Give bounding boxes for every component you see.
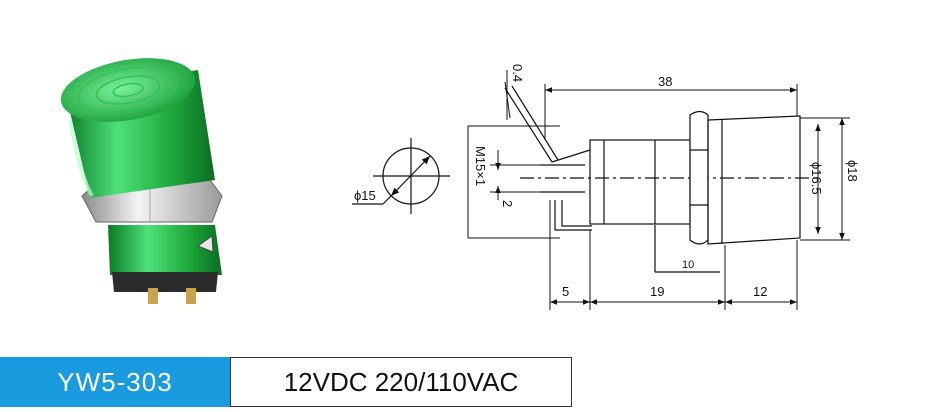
model-badge: YW5-303 — [0, 357, 230, 407]
panel-hole-symbol — [352, 138, 450, 214]
dim-body-diameter-outer: ϕ18 — [845, 160, 860, 182]
spec-label: 12VDC 220/110VAC — [230, 357, 572, 407]
dim-body-diameter-inner: ϕ16.5 — [809, 162, 824, 195]
dim-total-length: 38 — [658, 74, 672, 89]
dim-cap-length: 12 — [753, 284, 767, 299]
dim-panel-hole: ϕ15 — [354, 188, 376, 203]
dim-body-length: 19 — [650, 284, 664, 299]
dim-thread-offset: 2 — [500, 200, 515, 207]
lamp-photo — [60, 58, 223, 304]
technical-drawing — [504, 85, 820, 273]
dim-nut-depth: 10 — [682, 259, 694, 271]
dim-terminal-length: 5 — [562, 284, 569, 299]
dim-thread: M15×1 — [473, 146, 488, 186]
dim-flange-thickness: 0.4 — [510, 64, 525, 82]
